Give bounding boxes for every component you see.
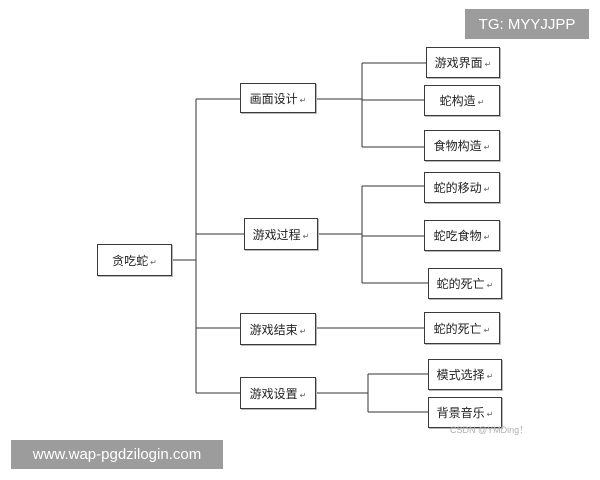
branch-node-2: 游戏过程↵ (244, 218, 318, 250)
leaf-node-label: 蛇的移动 (433, 181, 482, 195)
leaf-node-label: 模式选择 (436, 368, 485, 382)
leaf-node-label: 背景音乐 (436, 406, 485, 420)
branch-node-label: 游戏过程 (252, 227, 301, 242)
branch-node-label: 游戏结束 (249, 322, 298, 337)
leaf-node: 蛇构造↵ (424, 85, 500, 116)
leaf-node-label: 蛇构造 (439, 94, 476, 108)
leaf-node: 模式选择↵ (428, 359, 502, 390)
leaf-node: 背景音乐↵ (428, 397, 502, 428)
branch-node-label: 游戏设置 (249, 386, 298, 401)
leaf-node: 食物构造↵ (424, 130, 500, 161)
branch-node-3: 游戏结束↵ (240, 313, 316, 345)
branch-node-4: 游戏设置↵ (240, 377, 316, 409)
leaf-node-label: 蛇的死亡 (433, 321, 482, 336)
leaf-node-label: 游戏界面 (434, 56, 483, 70)
leaf-node: 蛇的移动↵ (424, 172, 500, 203)
watermark-bottom: www.wap-pgdzilogin.com (11, 440, 223, 469)
root-node-label: 贪吃蛇 (112, 253, 149, 268)
leaf-node-label: 蛇吃食物 (433, 229, 482, 243)
watermark-top: TG: MYYJJPP (465, 9, 589, 39)
leaf-node: 蛇吃食物↵ (424, 220, 500, 251)
leaf-node: 蛇的死亡↵ (428, 268, 502, 299)
leaf-node: 蛇的死亡↵ (424, 312, 500, 344)
leaf-node-label: 蛇的死亡 (436, 277, 485, 291)
branch-node-label: 画面设计 (249, 91, 298, 106)
root-node: 贪吃蛇↵ (97, 244, 172, 276)
leaf-node: 游戏界面↵ (426, 47, 500, 78)
source-credit: CSDN @YMDing！ (450, 425, 529, 435)
leaf-node-label: 食物构造 (433, 139, 482, 153)
branch-node-1: 画面设计↵ (240, 83, 316, 113)
